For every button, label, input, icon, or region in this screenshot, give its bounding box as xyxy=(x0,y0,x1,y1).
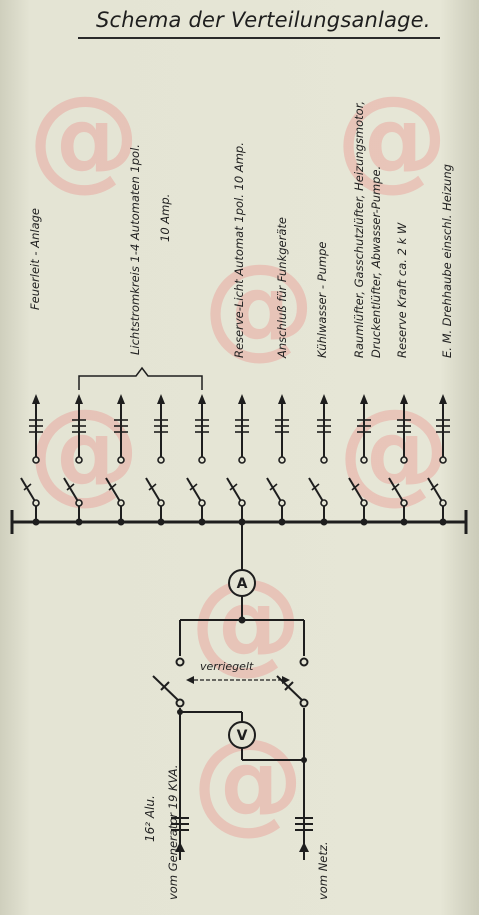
feeder-11-contact-high xyxy=(439,456,447,464)
feeder-7-contact-high xyxy=(278,456,286,464)
feeder-9-switch-blade xyxy=(348,477,365,504)
feeder-5-contact-low xyxy=(198,499,206,507)
feeder-5-switch-blade xyxy=(186,477,203,504)
feeder-4-contact-low xyxy=(157,499,165,507)
feeder-2-switch-blade xyxy=(63,477,80,504)
feeder-group xyxy=(20,394,450,526)
net-feed-arrow xyxy=(299,842,309,852)
gen-switch-mark xyxy=(160,681,170,691)
feeder-4-contact-high xyxy=(157,456,165,464)
feeder-1-switch-blade xyxy=(20,477,37,504)
feeder-6-switch-blade xyxy=(226,477,243,504)
feeder-6-arrow xyxy=(238,394,246,404)
feeder-11-arrow xyxy=(439,394,447,404)
feeder-8-arrow xyxy=(320,394,328,404)
feeder-1-contact-high xyxy=(32,456,40,464)
interlock-arrow-right xyxy=(282,676,290,684)
feeder-5-contact-high xyxy=(198,456,206,464)
feeder-9-contact-high xyxy=(360,456,368,464)
ammeter xyxy=(228,569,256,597)
feeder-4-switch-mark xyxy=(148,483,157,491)
lighting-brace xyxy=(78,366,203,390)
feeder-1-arrow xyxy=(32,394,40,404)
feeder-9-switch-mark xyxy=(351,483,360,491)
feeder-10-arrow xyxy=(400,394,408,404)
voltmeter xyxy=(228,721,256,749)
interlock-label: verriegelt xyxy=(200,660,254,673)
feeder-8-switch-mark xyxy=(311,483,320,491)
feeder-5-arrow xyxy=(198,394,206,404)
ammeter-symbol: A xyxy=(237,576,248,592)
split-node xyxy=(238,616,246,624)
feeder-3-contact-high xyxy=(117,456,125,464)
feeder-2-contact-high xyxy=(75,456,83,464)
feeder-3-contact-low xyxy=(117,499,125,507)
feeder-11-contact-low xyxy=(439,499,447,507)
interlock-arrow-left xyxy=(186,676,194,684)
feeder-6-switch-mark xyxy=(229,483,238,491)
feeder-10-contact-high xyxy=(400,456,408,464)
feeder-3-arrow xyxy=(117,394,125,404)
feeder-11-switch-blade xyxy=(427,477,444,504)
feeder-4-arrow xyxy=(157,394,165,404)
net-node xyxy=(301,757,307,763)
feeder-2-arrow xyxy=(75,394,83,404)
net-switch-mark xyxy=(284,681,294,691)
feeder-6-contact-low xyxy=(238,499,246,507)
feeder-1-switch-mark xyxy=(23,483,32,491)
feeder-5-switch-mark xyxy=(189,483,198,491)
gen-feed-arrow xyxy=(175,842,185,852)
diagram-title: Schema der Verteilungsanlage. xyxy=(96,8,431,32)
feeder-8-contact-high xyxy=(320,456,328,464)
gen-switch-blade xyxy=(152,675,181,703)
feeder-7-switch-mark xyxy=(269,483,278,491)
feeder-3-switch-mark xyxy=(108,483,117,491)
feeder-4-switch-blade xyxy=(145,477,162,504)
gen-node xyxy=(177,709,183,715)
feeder-10-contact-low xyxy=(400,499,408,507)
feeder-1-contact-low xyxy=(32,499,40,507)
feeder-8-switch-blade xyxy=(308,477,325,504)
feeder-2-contact-low xyxy=(75,499,83,507)
feeder-7-arrow xyxy=(278,394,286,404)
feeder-7-contact-low xyxy=(278,499,286,507)
feeder-2-switch-mark xyxy=(66,483,75,491)
title-underline xyxy=(78,37,440,39)
feeder-8-contact-low xyxy=(320,499,328,507)
feeder-6-contact-high xyxy=(238,456,246,464)
feeder-3-switch-blade xyxy=(105,477,122,504)
feeder-11-switch-mark xyxy=(430,483,439,491)
feeder-10-switch-mark xyxy=(391,483,400,491)
feeder-10-switch-blade xyxy=(388,477,405,504)
feeder-9-arrow xyxy=(360,394,368,404)
feeder-7-switch-blade xyxy=(266,477,283,504)
feeder-9-contact-low xyxy=(360,499,368,507)
voltmeter-symbol: V xyxy=(237,728,248,744)
